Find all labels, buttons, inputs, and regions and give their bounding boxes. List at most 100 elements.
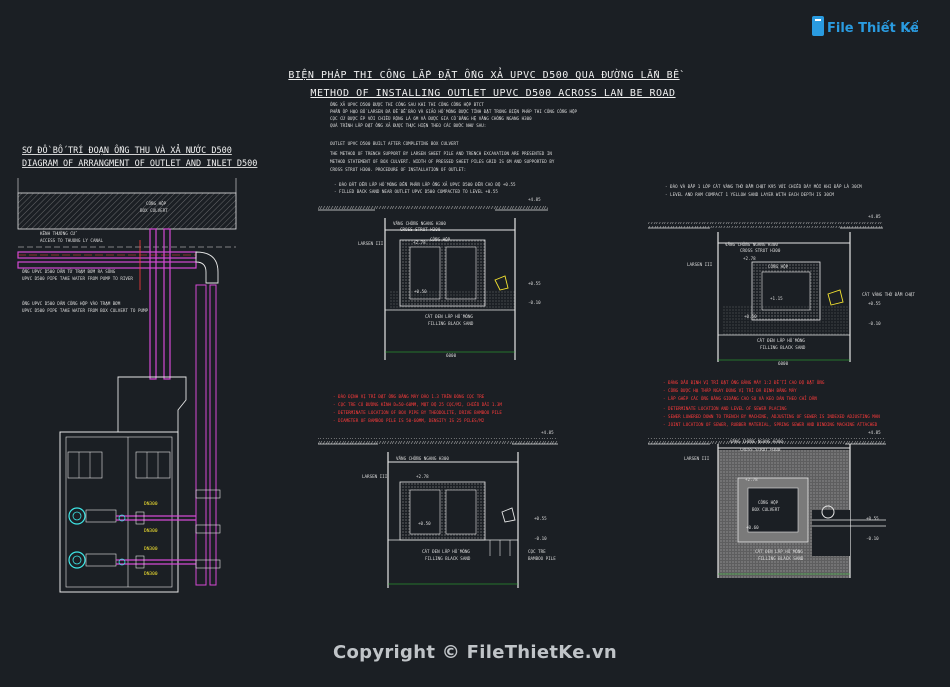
level-label: +0.60 (746, 525, 759, 530)
pump-unit-2 (68, 551, 196, 569)
level-label: +2.78 (416, 474, 429, 479)
pipe-outlet-vertical (195, 284, 207, 586)
level-label: +2.78 (743, 256, 756, 261)
pump-house-roof (117, 376, 187, 433)
sand-label: CÁT VÀNG THỜ ĐẦM CHẶT (862, 292, 915, 297)
pump-label: DN300 (144, 546, 158, 552)
logo-text: File Thiết Kế (827, 21, 918, 36)
pipe-label: UPVC D500 PIPE TAKE WATER FROM BOX CULVE… (22, 308, 149, 313)
pipe-outlet-vertical (209, 284, 217, 586)
level-label: +4.85 (528, 197, 541, 202)
level-label: +2.78 (745, 477, 758, 482)
section-3: - ĐÀO ĐỊNH VỊ TRÍ ĐẶT ỐNG BẰNG MÁY ĐÀO 1… (318, 394, 558, 588)
bamboo-label: CỌC TRE (528, 549, 546, 554)
main-title-en: METHOD OF INSTALLING OUTLET UPVC D500 AC… (310, 88, 675, 99)
sand-label: FILLING BLACK SAND (760, 345, 806, 350)
sand-label: CÁT ĐEN LẤP HỐ MÓNG (757, 338, 805, 343)
main-title-vn: BIỆN PHÁP THI CÔNG LẮP ĐẶT ỐNG XẢ UPVC D… (288, 67, 683, 81)
red-note: - SEWER LOWERED DOWN TO TRENCH BY MACHIN… (663, 414, 880, 419)
sand-label: FILLING BLACK SAND (758, 556, 804, 561)
level-label: +0.55 (528, 281, 541, 286)
level-label: -0.10 (528, 300, 541, 305)
pump-house-inner (65, 436, 173, 588)
sand-label: FILLING BLACK SAND (428, 321, 474, 326)
left-diagram-title-vn: SƠ ĐỒ BỐ TRÍ ĐOẠN ỐNG THU VÀ XẢ NƯỚC D50… (22, 143, 232, 156)
red-note: - JOINT LOCATION OF SEWER, RUBBER MATERI… (663, 422, 878, 427)
intro-note: ỐNG XẢ UPVC D500 ĐƯỢC THI CÔNG SAU KHI T… (330, 102, 484, 107)
level-label: +0.50 (418, 521, 431, 526)
pipe-horizontal-bottom (17, 261, 197, 269)
level-label: +1.15 (770, 296, 783, 301)
red-note: - CỌC TRE CÓ ĐƯỜNG KÍNH D=50-60MM, MẬT Đ… (333, 402, 502, 407)
strut-label: CROSS STRUT H300 (740, 447, 781, 452)
pipe-label: ỐNG UPVC D500 DẪN TỪ TRẠM BƠM RA SÔNG (22, 269, 116, 274)
level-label: +4.85 (868, 214, 881, 219)
copyright-watermark: Copyright © FileThietKe.vn (332, 642, 618, 663)
left-diagram-title-en: DIAGRAM OF ARRANGMENT OF OUTLET AND INLE… (22, 159, 257, 169)
section-note: - LEVEL AND RAM COMPACT 1 YELLOW SAND LA… (665, 192, 834, 197)
larsen-label: LARSEN III (362, 474, 388, 479)
level-label: +0.50 (744, 314, 757, 319)
pipe-vertical (149, 228, 157, 380)
dimension-label: 6000 (446, 353, 457, 358)
strut-label: VĂNG CHỐNG NGANG H300 (725, 242, 778, 247)
strut-label: VĂNG CHỐNG NGANG H300 (396, 456, 449, 461)
red-note: - CỐNG ĐƯỢC HẠ THẤP NGAY ĐÚNG VỊ TRÍ ĐÃ … (663, 388, 797, 393)
canal-label: ACCESS TO THUONG LY CANAL (40, 238, 104, 243)
pipe-vertical (163, 228, 171, 380)
level-label: +0.55 (534, 516, 547, 521)
intro-note: - ĐÀO ĐẤT ĐẾN LẮP HỐ MÓNG ĐẾN PHẦN LẮP Ố… (334, 182, 516, 187)
red-note: - LẮP GHÉP CÁC ỐNG BẰNG GIOĂNG CAO SU VÀ… (663, 396, 817, 401)
box-label: CỐNG HỘP (758, 500, 779, 505)
section-note: - ĐÀO VÀ ĐẮP 1 LỚP CÁT VÀNG THỜ ĐẦM CHẶT… (665, 184, 862, 189)
pipe-label: UPVC D500 PIPE TAKE WATER FROM PUMP TO R… (22, 276, 133, 281)
red-note: - ĐÀO ĐỊNH VỊ TRÍ ĐẶT ỐNG BẰNG MÁY ĐÀO 1… (333, 394, 485, 399)
box-culvert-hatch (17, 192, 237, 230)
red-note: - DETERMINATE LOCATION AND LEVEL OF SEWE… (663, 406, 787, 411)
sand-label: CÁT ĐEN LẤP HỐ MÓNG (425, 314, 473, 319)
culvert-label: CỐNG HỘP (146, 201, 167, 206)
intro-note: CROSS STRUT H300. PROCEDURE OF INSTALLAT… (330, 167, 466, 172)
logo-icon: File Thiết Kế .vn (812, 16, 918, 36)
dimension-label: 6000 (778, 361, 789, 366)
pump-label: DN300 (144, 571, 158, 577)
box-label: CỐNG HỘP (430, 237, 451, 242)
section-1: VĂNG CHỐNG NGANG H300 CROSS STRUT H300 L… (318, 197, 548, 360)
strut-label: VĂNG CHỐNG NGANG H300 (393, 221, 446, 226)
pump-house (59, 431, 179, 593)
filethietke-logo: File Thiết Kế .vn (812, 14, 918, 40)
sand-label: CÁT ĐEN LẤP HỐ MÓNG (422, 549, 470, 554)
strut-label: CROSS STRUT H300 (740, 248, 781, 253)
larsen-label: LARSEN III (358, 241, 384, 246)
level-label: -0.10 (868, 321, 881, 326)
intro-note: - FILLED BACK SAND NEAR OUTLET UPVC D500… (334, 189, 498, 194)
pump-unit-1 (68, 507, 196, 525)
red-note: - ĐÁNG DẤU ĐỊNH VỊ TRÍ ĐẶT ỐNG BẰNG MÁY … (663, 380, 825, 385)
level-label: +0.55 (866, 516, 879, 521)
culvert-label: BOX CULVERT (140, 208, 168, 213)
left-diagram: SƠ ĐỒ BỐ TRÍ ĐOẠN ỐNG THU VÀ XẢ NƯỚC D50… (17, 143, 257, 593)
pump-label: DN300 (144, 501, 158, 507)
pump-label: DN300 (144, 528, 158, 534)
red-note: - DETERMINATE LOCATION OF BOX PIPE BY TH… (333, 410, 502, 415)
intro-note: METHOD STATEMENT OF BOX CULVERT. WIDTH O… (330, 159, 555, 164)
intro-note: PHẦN ỐP HẠO BỐ LARSEN ĐÃ ĐỀ BỀ BÀO VÀ GI… (330, 109, 578, 114)
canal-label: KÊNH THƯỜNG CỬ (40, 231, 77, 236)
section-2: - ĐÀO VÀ ĐẮP 1 LỚP CÁT VÀNG THỜ ĐẦM CHẶT… (648, 184, 915, 366)
intro-note: QUÁ TRÌNH LẮP ĐẶT ỐNG XẢ ĐƯỢC THỰC HIỆN … (330, 123, 486, 128)
level-label: +4.85 (541, 430, 554, 435)
sand-label: FILLING BLACK SAND (425, 556, 471, 561)
strut-label: VĂNG CHỐNG NGANG H300 (730, 439, 783, 444)
level-label: -0.10 (534, 536, 547, 541)
logo-domain: .vn (904, 25, 916, 34)
sand-label: CÁT ĐEN LẤP HỐ MÓNG (755, 549, 803, 554)
window (135, 451, 171, 479)
larsen-label: LARSEN III (684, 456, 710, 461)
intro-notes: ỐNG XẢ UPVC D500 ĐƯỢC THI CÔNG SAU KHI T… (330, 102, 578, 194)
level-label: +2.78 (413, 240, 426, 245)
window (67, 451, 103, 479)
strut-label: CROSS STRUT H300 (400, 227, 441, 232)
bamboo-label: BAMBOO PILE (528, 556, 556, 561)
